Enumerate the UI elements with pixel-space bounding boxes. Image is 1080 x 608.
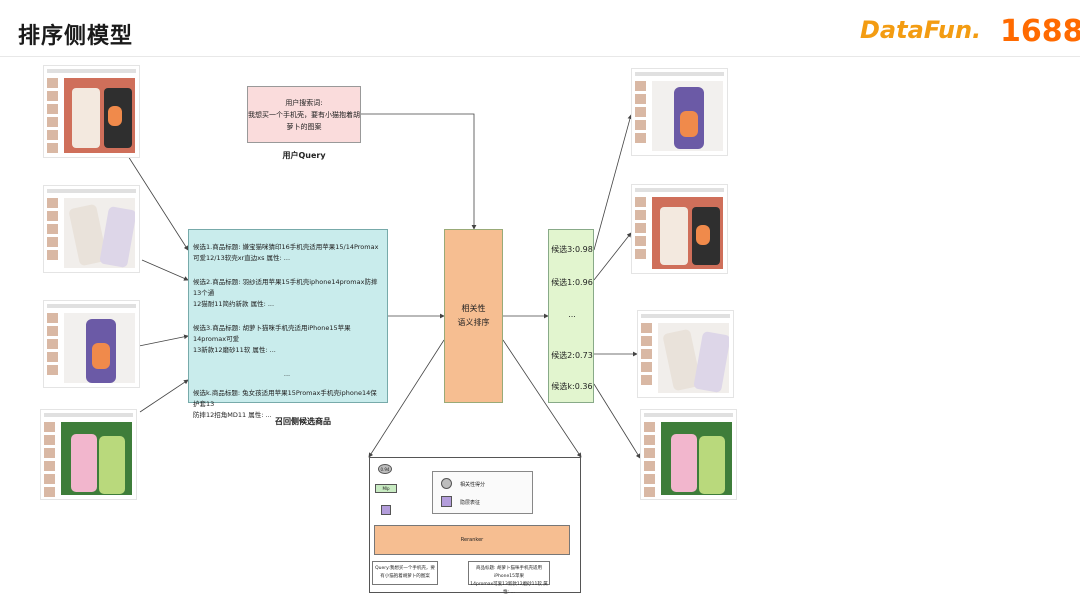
header-divider	[0, 56, 1080, 57]
product-thumbnail	[40, 409, 137, 500]
score-item: 候选k:0.36	[551, 382, 593, 391]
ranking-scores-box: 候选3:0.98 候选1:0.96 ... 候选2:0.73 候选k:0.36	[548, 229, 594, 403]
product-thumbnail	[43, 300, 140, 388]
ranker-label: 相关性	[461, 304, 486, 313]
query-label: 用户搜索词:	[285, 99, 323, 107]
product-thumbnail	[637, 310, 734, 398]
datafun-logo: DataFun.	[860, 16, 982, 44]
query-text-line: 我想买一个手机壳，要有小猫抱着胡	[248, 111, 360, 119]
relevance-score-node: 0.94	[378, 464, 392, 474]
candidate-ellipsis: ...	[283, 370, 291, 378]
candidate-item: 候选2.商品标题: 羽纱适用苹果15手机壳iphone14promax防摔13个…	[193, 278, 378, 308]
product-thumbnail	[631, 184, 728, 274]
legend-hidden-label: 隐层表征	[460, 500, 481, 506]
detail-legend: 相关性得分 隐层表征	[432, 471, 533, 514]
hidden-representation-node	[381, 505, 391, 515]
reranker-block: Reranker	[374, 525, 570, 555]
candidate-item: 候选k.商品标题: 兔女孩适用苹果15Promax手机壳iphone14保护套1…	[193, 389, 377, 419]
page-title: 排序侧模型	[18, 24, 134, 49]
product-thumbnail	[640, 409, 737, 500]
score-ellipsis: ...	[568, 310, 576, 319]
query-input-box: Query:我想买一个手机壳，要 有小猫抱着胡萝卜的图案	[372, 561, 438, 585]
user-query-box: 用户搜索词: 我想买一个手机壳，要有小猫抱着胡 萝卜的图案	[247, 86, 361, 143]
semantic-ranker-box: 相关性 语义排序	[444, 229, 503, 403]
recall-candidates-caption: 召回侧候选商品	[275, 417, 331, 426]
score-legend-circle	[441, 478, 452, 489]
hidden-legend-square	[441, 496, 452, 507]
ranker-label: 语义排序	[457, 318, 490, 327]
score-item: 候选2:0.73	[551, 351, 593, 360]
score-item: 候选1:0.96	[551, 278, 593, 287]
score-item: 候选3:0.98	[551, 245, 593, 254]
user-query-caption: 用户Query	[282, 151, 326, 160]
product-thumbnail	[631, 68, 728, 156]
mlp-node: Mlp	[375, 484, 397, 493]
product-thumbnail	[43, 65, 140, 158]
product-thumbnail	[43, 185, 140, 273]
item-input-box: 商品标题: 胡萝卜猫咪手机壳适用iPhone15苹果 14promax可爱13新…	[468, 561, 550, 595]
brand-1688-logo: 1688	[1000, 14, 1080, 49]
reranker-detail-panel: 0.94 Mlp 相关性得分 隐层表征 Reranker Query:我想买一个…	[369, 457, 581, 595]
legend-score-label: 相关性得分	[460, 482, 486, 488]
query-text-line: 萝卜的图案	[286, 123, 322, 131]
candidate-item: 候选3.商品标题: 胡萝卜猫咪手机壳适用iPhone15苹果14promax可爱…	[193, 324, 351, 354]
